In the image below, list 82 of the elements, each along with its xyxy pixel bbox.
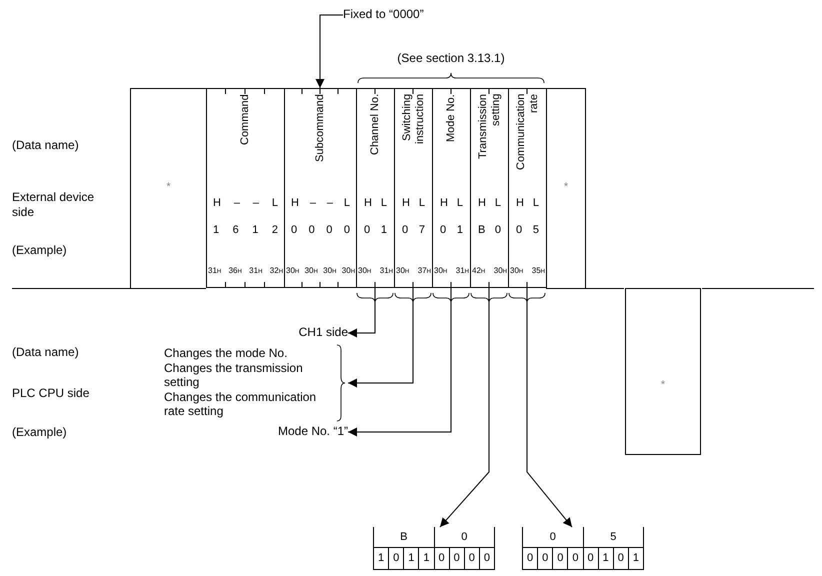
table-column [470,88,508,288]
annotation-text: Mode No. “1” [258,424,348,440]
row-label: PLC CPU side [12,386,90,401]
bit-value: 0 [523,548,538,570]
table-column [508,88,546,288]
example-value: 0 5 [515,224,540,237]
description-text: Changes the mode No. [164,346,288,360]
row-label: (Example) [12,243,68,258]
bit-value: 1 [598,548,614,570]
row-label: (Data name) [12,138,80,153]
hex-digit: 0 [434,527,495,548]
byte-order-label: H L [515,197,540,210]
example-value: 0 1 [439,224,464,237]
asterisk: * [660,379,666,391]
byte-order-label: H – – L [290,197,351,210]
bit-table [522,527,644,570]
bit-value: 0 [434,548,450,570]
bit-value: 0 [538,548,554,570]
bit-value: 1 [628,548,644,570]
table-column [432,88,470,288]
hex-digit: B [374,527,434,548]
table-column [206,88,284,288]
table-column [394,88,432,288]
bit-value: 1 [419,548,434,570]
asterisk: * [564,181,568,193]
arrow [526,288,572,528]
table-column [284,88,356,288]
arrow [348,288,376,338]
hex-digit: 5 [584,527,644,548]
row-label: (Example) [12,425,68,440]
example-value: B 0 [477,224,502,237]
column-header: Subcommand [314,94,327,164]
ascii-code: 42$_{H}$ 30$_{H}$ [471,266,508,277]
ascii-code: 30$_{H}$ 31$_{H}$ [433,266,470,277]
byte-order-label: H L [439,197,464,210]
bit-value: 0 [584,548,599,570]
annotation-text: CH1 side [280,325,348,341]
ascii-code: 30$_{H}$ 31$_{H}$ [357,266,394,277]
column-header: Command [239,94,252,147]
arrow [316,14,344,88]
table-column [130,88,206,289]
example-value: 0 1 [363,224,388,237]
column-header: Communication rate [514,94,540,172]
byte-order-label: H L [477,197,502,210]
bit-value: 0 [553,548,568,570]
description-text: Changes the transmission setting [164,360,304,390]
example-value: 0 0 0 0 [290,224,351,237]
description-text: Changes the communication rate setting [164,390,318,418]
example-value: 0 7 [401,224,426,237]
bit-value: 0 [480,548,495,570]
byte-order-label: H L [363,197,388,210]
ascii-code: 30$_{H}$ 30$_{H}$ 30$_{H}$ 30$_{H}$ [285,266,356,277]
bit-value: 0 [568,548,584,570]
arrow [348,288,414,388]
byte-order-label: H L [401,197,426,210]
ascii-code: 30$_{H}$ 35$_{H}$ [509,266,546,277]
column-header: Mode No. [445,94,458,144]
bit-value: 0 [450,548,465,570]
hex-digit: 0 [523,527,584,548]
column-header: Channel No. [369,94,382,158]
annotation-text: Fixed to “0000” [343,7,458,23]
arrow [440,288,490,528]
row-label: External device side [12,190,96,220]
row-label: (Data name) [12,345,80,360]
bit-table [373,527,495,570]
table-column [625,288,701,455]
bit-value: 0 [389,548,404,570]
table-column [546,88,586,289]
ascii-code: 30$_{H}$ 37$_{H}$ [395,266,432,277]
bit-value: 0 [464,548,480,570]
byte-order-label: H – – L [212,197,279,210]
column-header: Switching instruction [400,94,426,146]
bit-value: 1 [404,548,420,570]
bit-value: 0 [614,548,629,570]
column-header: Transmission setting [476,94,502,161]
example-value: 1 6 1 2 [212,224,279,237]
bit-value: 1 [374,548,390,570]
table-column [356,88,394,288]
ascii-code: 31$_{H}$ 36$_{H}$ 31$_{H}$ 32$_{H}$ [207,266,284,277]
arrow [348,288,452,436]
asterisk: * [166,181,171,193]
reference-note: (See section 3.13.1) [396,51,506,66]
